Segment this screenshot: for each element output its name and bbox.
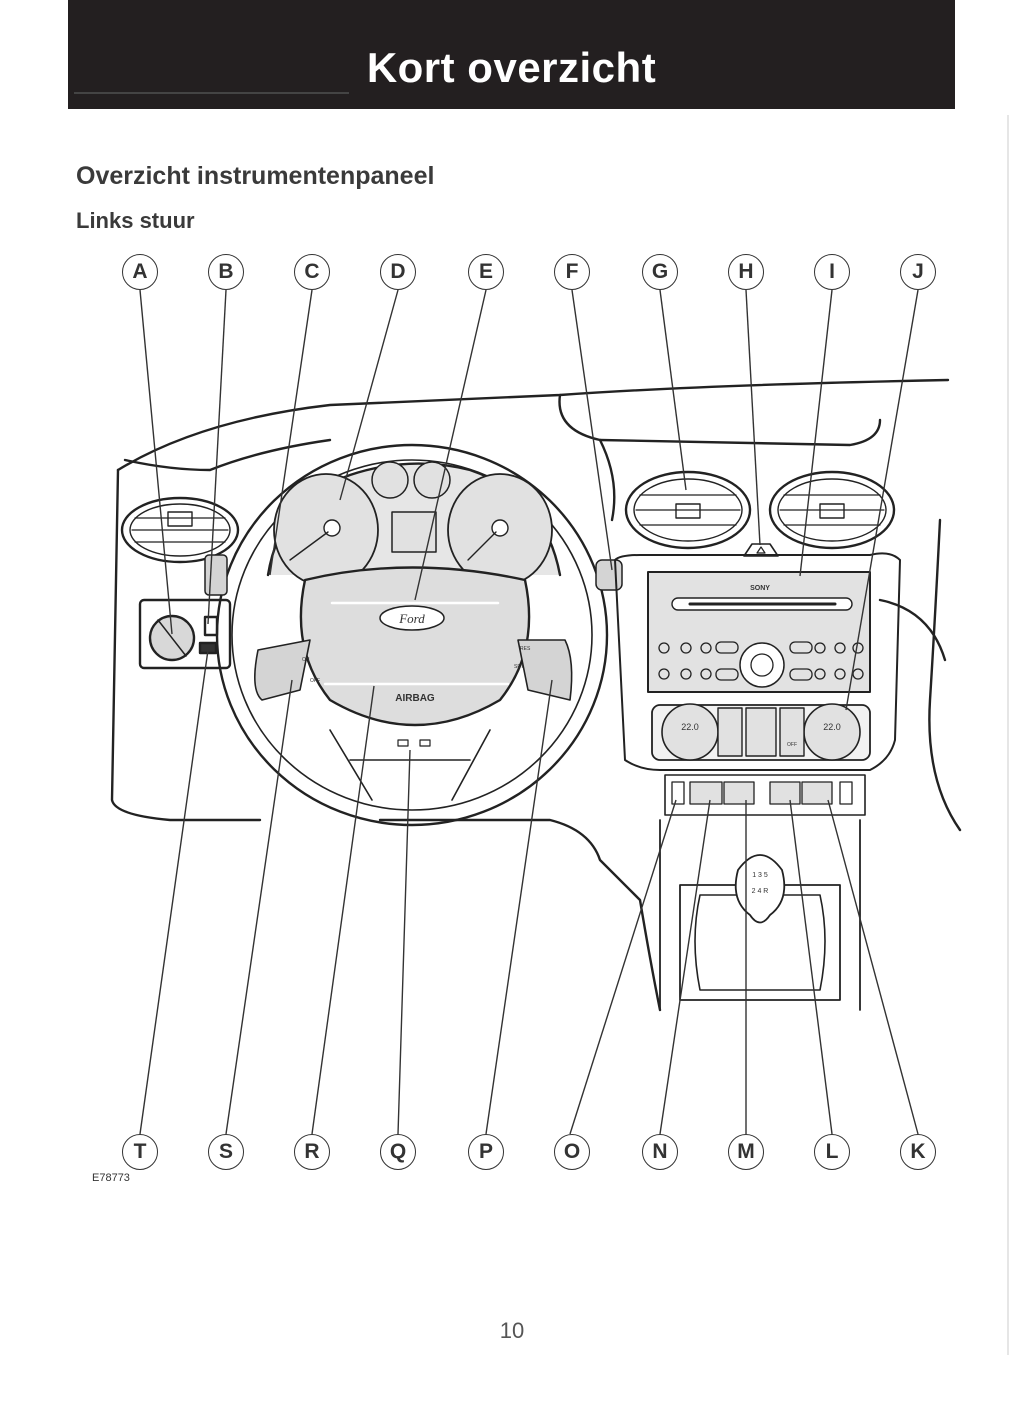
callout-a: A — [122, 254, 158, 290]
page-edge-rule — [1007, 115, 1009, 1355]
callout-m: M — [728, 1134, 764, 1170]
chapter-header-bar: Kort overzicht — [68, 0, 955, 109]
gear-pattern-top: 1 3 5 — [752, 872, 768, 879]
figure-code: E78773 — [92, 1172, 130, 1184]
fuel-gauge — [371, 461, 409, 499]
temp-gauge — [413, 461, 451, 499]
climate-right-dial — [803, 703, 861, 761]
callout-n: N — [642, 1134, 678, 1170]
left-air-vent — [120, 496, 240, 564]
ford-logo-text: Ford — [398, 611, 425, 626]
airbag-label: AIRBAG — [395, 693, 435, 704]
switch-row — [664, 774, 866, 816]
dashboard-outline — [116, 378, 950, 472]
callout-p: P — [468, 1134, 504, 1170]
climate-off-label: OFF — [787, 742, 797, 748]
cruise-on-label: ON — [302, 657, 310, 663]
steering-wheel-rim — [215, 443, 609, 827]
callout-s: S — [208, 1134, 244, 1170]
header-underline — [74, 92, 349, 94]
callout-b: B — [208, 254, 244, 290]
airbag-hub — [299, 566, 531, 727]
callout-g: G — [642, 254, 678, 290]
callout-t: T — [122, 1134, 158, 1170]
callout-l: L — [814, 1134, 850, 1170]
center-right-air-vent — [768, 470, 896, 550]
callout-k: K — [900, 1134, 936, 1170]
callout-q: Q — [380, 1134, 416, 1170]
callout-h: H — [728, 254, 764, 290]
audio-joystick — [739, 642, 785, 688]
cluster-display — [391, 511, 437, 553]
page-number: 10 — [499, 1318, 525, 1343]
radio-brand-label: SONY — [750, 585, 770, 592]
callout-i: I — [814, 254, 850, 290]
chapter-title: Kort overzicht — [366, 44, 657, 91]
callout-r: R — [294, 1134, 330, 1170]
callout-e: E — [468, 254, 504, 290]
callout-d: D — [380, 254, 416, 290]
cruise-set-label: SET — [514, 664, 524, 670]
ford-logo — [379, 605, 445, 631]
callout-o: O — [554, 1134, 590, 1170]
callout-c: C — [294, 254, 330, 290]
center-left-air-vent — [624, 470, 752, 550]
cruise-off-label: OFF — [310, 678, 320, 684]
subsection-title: Links stuur — [76, 208, 195, 233]
light-switch-panel — [138, 598, 232, 670]
gear-knob — [734, 854, 786, 924]
section-title: Overzicht instrumentenpaneel — [76, 162, 435, 190]
cruise-res-label: RES — [520, 646, 531, 652]
callout-f: F — [554, 254, 590, 290]
gear-pattern-bottom: 2 4 R — [752, 888, 769, 895]
climate-right-temp: 22.0 — [823, 722, 841, 732]
climate-left-temp: 22.0 — [681, 722, 699, 732]
callout-j: J — [900, 254, 936, 290]
climate-left-dial — [661, 703, 719, 761]
